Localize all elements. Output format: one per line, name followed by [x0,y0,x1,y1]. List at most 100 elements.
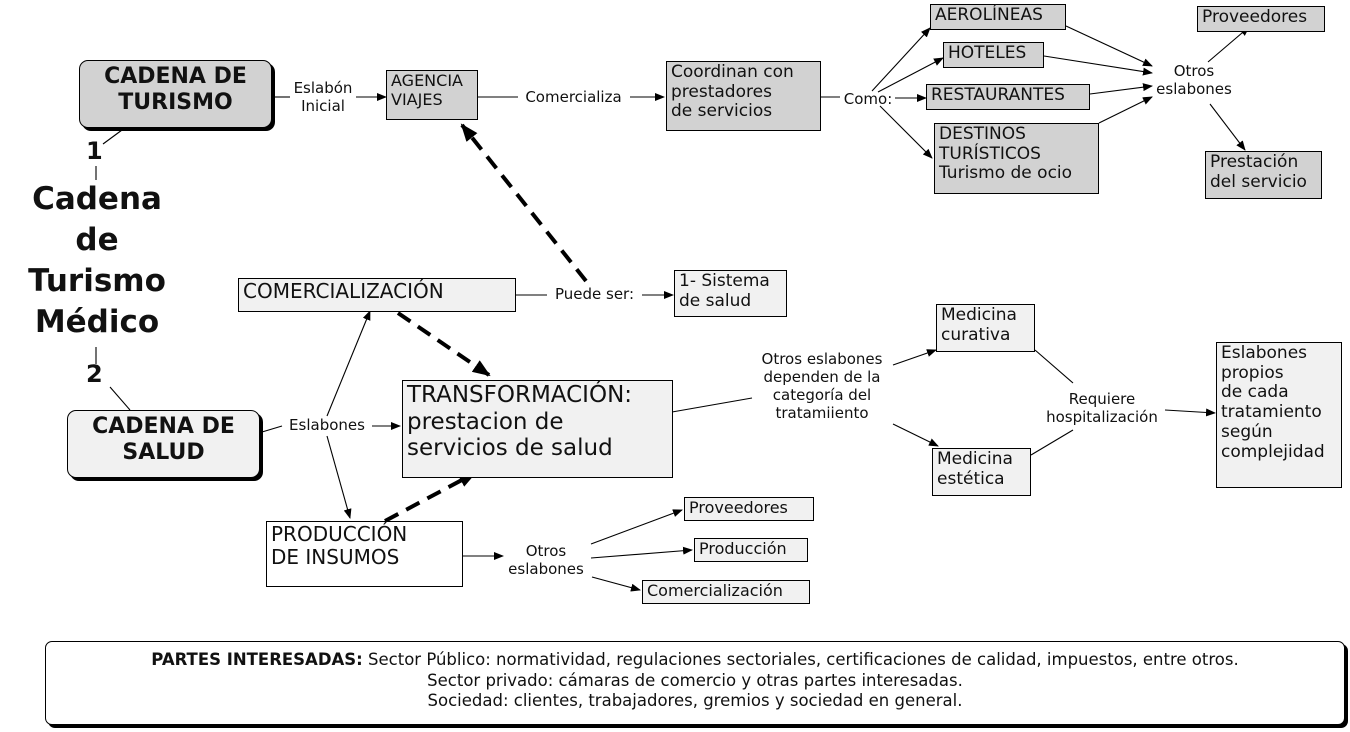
title-line: Cadena [32,181,162,217]
node-line: Coordinan con [671,62,794,82]
edge-label-eslabones: Eslabones [289,416,365,434]
node-line: Medicina [941,305,1017,325]
label-line: hospitalización [1046,408,1158,426]
node-restaurantes: RESTAURANTES [926,84,1090,110]
node-text: Proveedores [689,498,788,517]
node-prestacion: Prestación del servicio [1205,151,1322,199]
edge-otros-proveedores [1207,26,1250,63]
edge-label-comercializa: Comercializa [525,88,622,106]
node-line: Turismo de ocio [939,163,1073,184]
edge-hoteles-otros [1043,55,1153,76]
node-line: según [1221,421,1273,442]
node-text: COMERCIALIZACIÓN [243,279,444,303]
node-line: DESTINOS [939,124,1026,144]
edge-root-turismo-num1 [102,129,123,145]
node-comercializacion-small: Comercialización [642,580,810,604]
edge-requiere-propios [1164,408,1216,417]
edge-estetica-requiere [1030,429,1074,456]
edge-root-salud-eslabones [261,425,283,433]
node-agencia-viajes: AGENCIA VIAJES [386,70,478,120]
edge-label-eslabon-inicial: Eslabón Inicial [288,79,358,115]
node-line: SALUD [122,439,205,465]
node-line: Eslabones [1221,343,1308,363]
node-line: VIAJES [391,89,443,109]
node-line: tratamiento [1221,402,1322,423]
node-medicina-curativa: Medicina curativa [936,304,1035,352]
node-transformacion: TRANSFORMACIÓN: prestacion de servicios … [402,380,673,478]
title-line: Turismo [28,262,166,299]
node-otros-eslabones-salud: Otros eslabones [500,542,592,578]
edge-otros-proveedores-small [590,509,683,545]
title-line: Médico [34,303,160,340]
edge-label-como: Como: [843,90,893,108]
node-line: TRANSFORMACIÓN: [407,382,633,408]
node-otros-dependen: Otros eslabones dependen de la categoría… [748,350,896,422]
node-line: curativa [941,324,1011,345]
label-line: Otros [525,542,567,560]
label-line: Inicial [301,97,345,115]
node-produccion-insumos: PRODUCCIÓN DE INSUMOS [266,521,463,587]
node-line: CADENA DE [92,414,235,439]
node-eslabones-propios: Eslabones propios de cada tratamiento se… [1216,342,1342,488]
label-line: Requiere [1068,390,1136,408]
node-text: Proveedores [1202,7,1308,27]
node-line: prestacion de [407,408,564,435]
edge-restaurantes-otros [1089,83,1153,95]
label-line: categoría del [772,386,872,404]
node-requiere-hospitalizacion: Requiere hospitalización [1036,390,1168,426]
edge-aerolineas-otros [1065,25,1153,67]
footer-line-1: PARTES INTERESADAS: Sector Público: norm… [52,650,1338,671]
node-line: servicios de salud [407,435,613,462]
label-line: Otros eslabones [761,350,883,368]
node-proveedores-turismo: Proveedores [1197,6,1325,32]
edge-label-puede-ser: Puede ser: [554,285,635,303]
footer-heading: PARTES INTERESADAS: [151,650,363,669]
node-produccion-small: Producción [694,538,808,562]
node-coordinan: Coordinan con prestadores de servicios [666,61,821,131]
node-comercializacion: COMERCIALIZACIÓN [238,278,516,312]
node-proveedores-salud: Proveedores [684,497,814,521]
edge-otros-produccion-small [590,546,693,559]
label-line: tratamiiento [775,404,869,422]
label-line: eslabones [508,560,584,578]
node-hoteles: HOTELES [943,42,1044,68]
edge-transformacion-dependen [671,397,753,413]
node-text: AEROLÍNEAS [935,5,1043,25]
node-line: TURÍSTICOS [939,143,1041,164]
node-line: DE INSUMOS [271,545,400,570]
node-line: complejidad [1221,441,1325,462]
partes-interesadas-box: PARTES INTERESADAS: Sector Público: norm… [45,641,1345,725]
node-sistema-salud: 1- Sistema de salud [674,270,787,317]
footer-line-3: Sociedad: clientes, trabajadores, gremio… [427,691,963,711]
node-medicina-estetica: Medicina estética [932,448,1031,496]
edge-sistema-agencia-dashed [460,123,588,283]
node-otros-eslabones-turismo: Otros eslabones [1148,62,1240,98]
label-line: Otros [1173,62,1215,80]
edge-produccion-transformacion-dashed [384,471,477,523]
node-line: de servicios [671,101,773,122]
node-destinos: DESTINOS TURÍSTICOS Turismo de ocio [934,123,1099,194]
number-one: 1 [86,137,103,165]
edge-eslabones-produccion [326,435,352,519]
edge-destinos-otros [1098,96,1153,124]
node-cadena-salud: CADENA DE SALUD [67,410,260,478]
node-line: PRODUCCIÓN [271,522,408,546]
number-two: 2 [86,360,103,388]
edge-otros-comercializacion-small [591,576,641,592]
node-line: prestadores [671,81,772,102]
title-line: de [75,221,119,258]
node-line: 1- Sistema [679,271,770,291]
label-line: eslabones [1156,80,1232,98]
label-line: dependen de la [763,368,881,386]
node-line: de cada [1221,382,1289,403]
node-cadena-turismo: CADENA DE TURISMO [79,60,272,128]
edge-curativa-requiere [1034,349,1074,384]
edge-como-hoteles [877,57,944,93]
edge-otros-prestacion [1209,103,1246,151]
footer-line-2: Sector privado: cámaras de comercio y ot… [427,670,963,690]
label-line: Eslabón [293,79,353,97]
node-text: HOTELES [948,43,1027,63]
edge-como-aerolineas [871,27,931,92]
node-line: Medicina [937,449,1013,469]
